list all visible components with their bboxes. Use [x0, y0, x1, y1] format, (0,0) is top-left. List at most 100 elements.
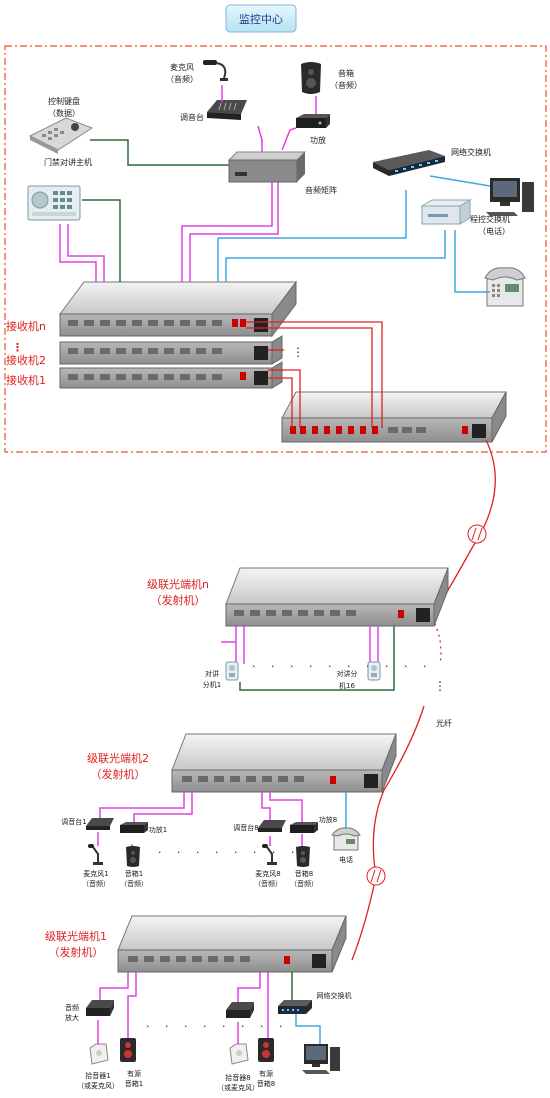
pickup-8-icon [229, 1043, 249, 1065]
speaker-sub-label: （音频） [330, 80, 362, 90]
mic-1-sub-label: （音频） [82, 879, 110, 888]
intercom-extension-1-label: 对讲 [205, 669, 219, 678]
cascade-1-dots: · · · · · · · · [146, 1020, 288, 1033]
cascade-n-subtitle: （发射机） [151, 593, 206, 607]
amp-8-icon [290, 822, 318, 833]
amplifier-label: 功放 [310, 135, 326, 145]
amp-8-label: 功放8 [319, 815, 337, 824]
receiver-dots: ⋮ [12, 341, 23, 354]
active-speaker-8-sub-label: 音箱8 [257, 1079, 275, 1088]
audio-amp-label: 音频 [65, 1003, 79, 1012]
intercom-host-icon [27, 185, 81, 221]
microphone-sub-label: （音频） [166, 74, 198, 84]
center-magenta-lines [59, 85, 317, 282]
amp-1-label: 功放1 [149, 825, 167, 834]
center-green-lines [82, 139, 229, 282]
intercom-extension-16-icon [367, 661, 381, 681]
audio-amp-icon [86, 1000, 114, 1016]
network-switch-label: 网络交换机 [451, 147, 491, 157]
control-keyboard-sub-label: （数据） [48, 108, 80, 118]
active-speaker-8-icon [258, 1038, 274, 1062]
monitoring-center-title-box: 监控中心 [225, 4, 297, 33]
mixer-8-label: 调音台8 [233, 823, 258, 832]
cascade-1-lines [97, 972, 321, 1046]
center-red-lines [246, 321, 383, 428]
speaker-8-icon [296, 846, 310, 867]
speaker-1-icon [126, 846, 140, 867]
cascade-2-subtitle: （发射机） [91, 767, 146, 781]
microphone-icon [203, 60, 228, 81]
pickup-8-label: 拾音器8 [225, 1073, 250, 1082]
computer-2-icon [302, 1044, 340, 1074]
intercom-extension-16-sub-label: 机16 [339, 681, 355, 690]
intercom-extension-16-label: 对讲分 [337, 669, 358, 678]
network-switch-icon [373, 150, 445, 176]
network-switch-2-icon [278, 1000, 312, 1014]
audio-amp-8-icon [226, 1002, 254, 1018]
speaker-8-sub-label: （音频） [290, 879, 318, 888]
active-speaker-1-icon [120, 1038, 136, 1062]
cascade-2-rack [171, 733, 397, 793]
fiber-line-lower [351, 705, 425, 961]
phone-label: 电话 [339, 855, 353, 864]
control-keyboard-label: 控制键盘 [48, 96, 80, 106]
speaker-1-label: 音箱1 [125, 869, 143, 878]
intercom-extension-1-sub-label: 分机1 [203, 680, 221, 689]
mixer-icon [207, 100, 247, 120]
active-speaker-1-sub-label: 音箱1 [125, 1079, 143, 1088]
mixer-1-icon [86, 818, 114, 830]
fiber-line-middle [431, 617, 442, 665]
audio-amp-sub-label: 放大 [65, 1013, 79, 1022]
active-speaker-1-label: 有源 [127, 1069, 141, 1078]
mic-8-icon [262, 844, 277, 865]
pbx-icon [420, 199, 472, 225]
intercom-dots: · · · · · · · · · · [252, 660, 432, 673]
cascade-1-subtitle: （发射机） [49, 945, 104, 959]
pickup-1-label: 拾音器1 [85, 1071, 110, 1080]
mixer-label: 调音台 [180, 112, 204, 122]
active-speaker-8-label: 有源 [259, 1069, 273, 1078]
fiber-label: 光纤 [436, 718, 452, 728]
mic-8-sub-label: （音频） [254, 879, 282, 888]
cascade-2-title: 级联光端机2 [87, 751, 149, 765]
rack-dots: ⋮ [292, 345, 304, 359]
amp-1-icon [120, 822, 148, 833]
receiver-rack-2 [59, 335, 283, 365]
mic-8-label: 麦克风8 [255, 869, 280, 878]
receiver-rack-1 [59, 361, 283, 389]
speaker-icon [301, 62, 321, 94]
microphone-label: 麦克风 [170, 62, 194, 72]
pickup-1-icon [89, 1043, 109, 1065]
network-switch-2-label: 网络交换机 [317, 991, 352, 1000]
telephone-icon [484, 267, 526, 307]
audio-matrix-label: 音频矩阵 [305, 185, 337, 195]
fiber-dots: ⋮ [434, 679, 446, 693]
mic-1-label: 麦克风1 [83, 869, 108, 878]
cascade-n-rack [225, 567, 449, 627]
speaker-1-sub-label: （音频） [120, 879, 148, 888]
receiver-1-label: 接收机1 [6, 373, 46, 387]
receiver-2-label: 接收机2 [6, 353, 46, 367]
cascade-n-lines [221, 626, 395, 691]
intercom-host-label: 门禁对讲主机 [44, 157, 92, 167]
intercom-extension-1-icon [225, 661, 239, 681]
cascade-n-title: 级联光端机n [147, 577, 209, 591]
mixer-8-icon [258, 820, 286, 832]
center-blue-lines [217, 175, 491, 293]
pbx-label: 程控交换机 [470, 214, 510, 224]
control-keyboard-icon [28, 117, 94, 154]
fiber-break-icon-upper [467, 524, 487, 544]
monitoring-center-border [4, 45, 547, 453]
fiber-break-icon-lower [366, 866, 386, 886]
audio-matrix-icon [227, 151, 307, 183]
monitoring-center-title: 监控中心 [239, 12, 283, 26]
cascade-1-rack [117, 915, 347, 973]
center-optical-rack [281, 391, 507, 443]
speaker-8-label: 音箱8 [295, 869, 313, 878]
computer-icon [486, 178, 534, 216]
cascade-1-title: 级联光端机1 [45, 929, 107, 943]
cascade-2-dots: · · · · · · · · [158, 846, 300, 859]
pickup-1-sub-label: （或麦克风） [77, 1081, 119, 1090]
pickup-8-sub-label: （或麦克风） [217, 1083, 259, 1092]
